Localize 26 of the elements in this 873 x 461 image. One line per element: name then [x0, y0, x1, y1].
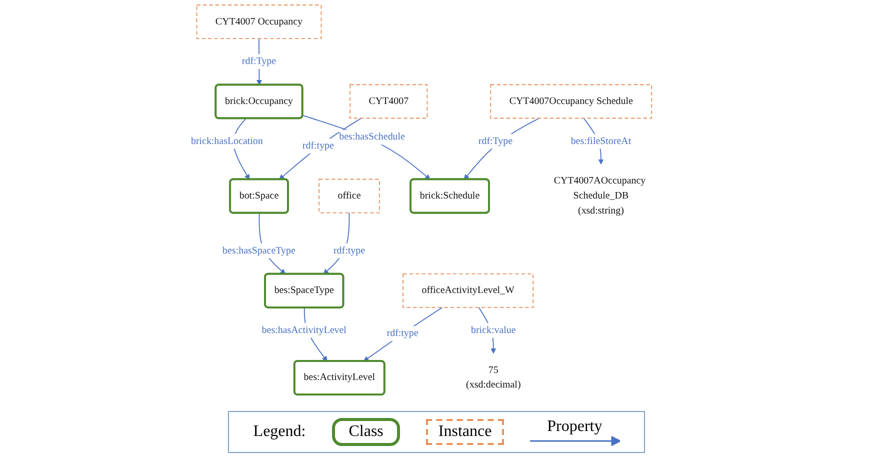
edge-label: rdf:type	[302, 140, 334, 152]
node-box: officeActivityLevel_W	[402, 273, 534, 308]
legend-class-sample: Class	[332, 418, 400, 446]
arrow	[302, 114, 430, 180]
edge-label: bes:fileStoreAt	[570, 136, 632, 146]
edge-label: brick:hasLocation	[191, 136, 263, 146]
legend-title: Legend:	[253, 423, 306, 441]
arrow	[364, 306, 443, 362]
arrow	[464, 118, 540, 180]
edge-label: rdf:Type	[242, 56, 276, 67]
edge-label: rdf:type	[334, 245, 366, 256]
edge-label: rdf:Type	[478, 136, 513, 146]
edge-label: bes:hasActivityLevel	[262, 324, 346, 336]
node-text: 75 (xsd:decimal)	[466, 364, 521, 390]
edge-label: bes:hasSchedule	[339, 132, 406, 142]
edge-label: brick:value	[471, 324, 516, 336]
legend-instance-sample: Instance	[426, 419, 504, 445]
edge-label: rdf:type	[386, 328, 418, 339]
node-text: CYT4007AOccupancy Schedule_DB (xsd:string)	[554, 175, 646, 216]
legend-label: Property	[547, 418, 602, 436]
node-box: office	[318, 178, 380, 214]
node-box: CYT4007 Occupancy	[196, 4, 322, 40]
arrow	[279, 118, 362, 180]
edge-label: bes:hasSpaceType	[222, 245, 296, 256]
node-box: CYT4007Occupancy Schedule	[490, 84, 652, 119]
node-box: CYT4007	[350, 84, 428, 119]
